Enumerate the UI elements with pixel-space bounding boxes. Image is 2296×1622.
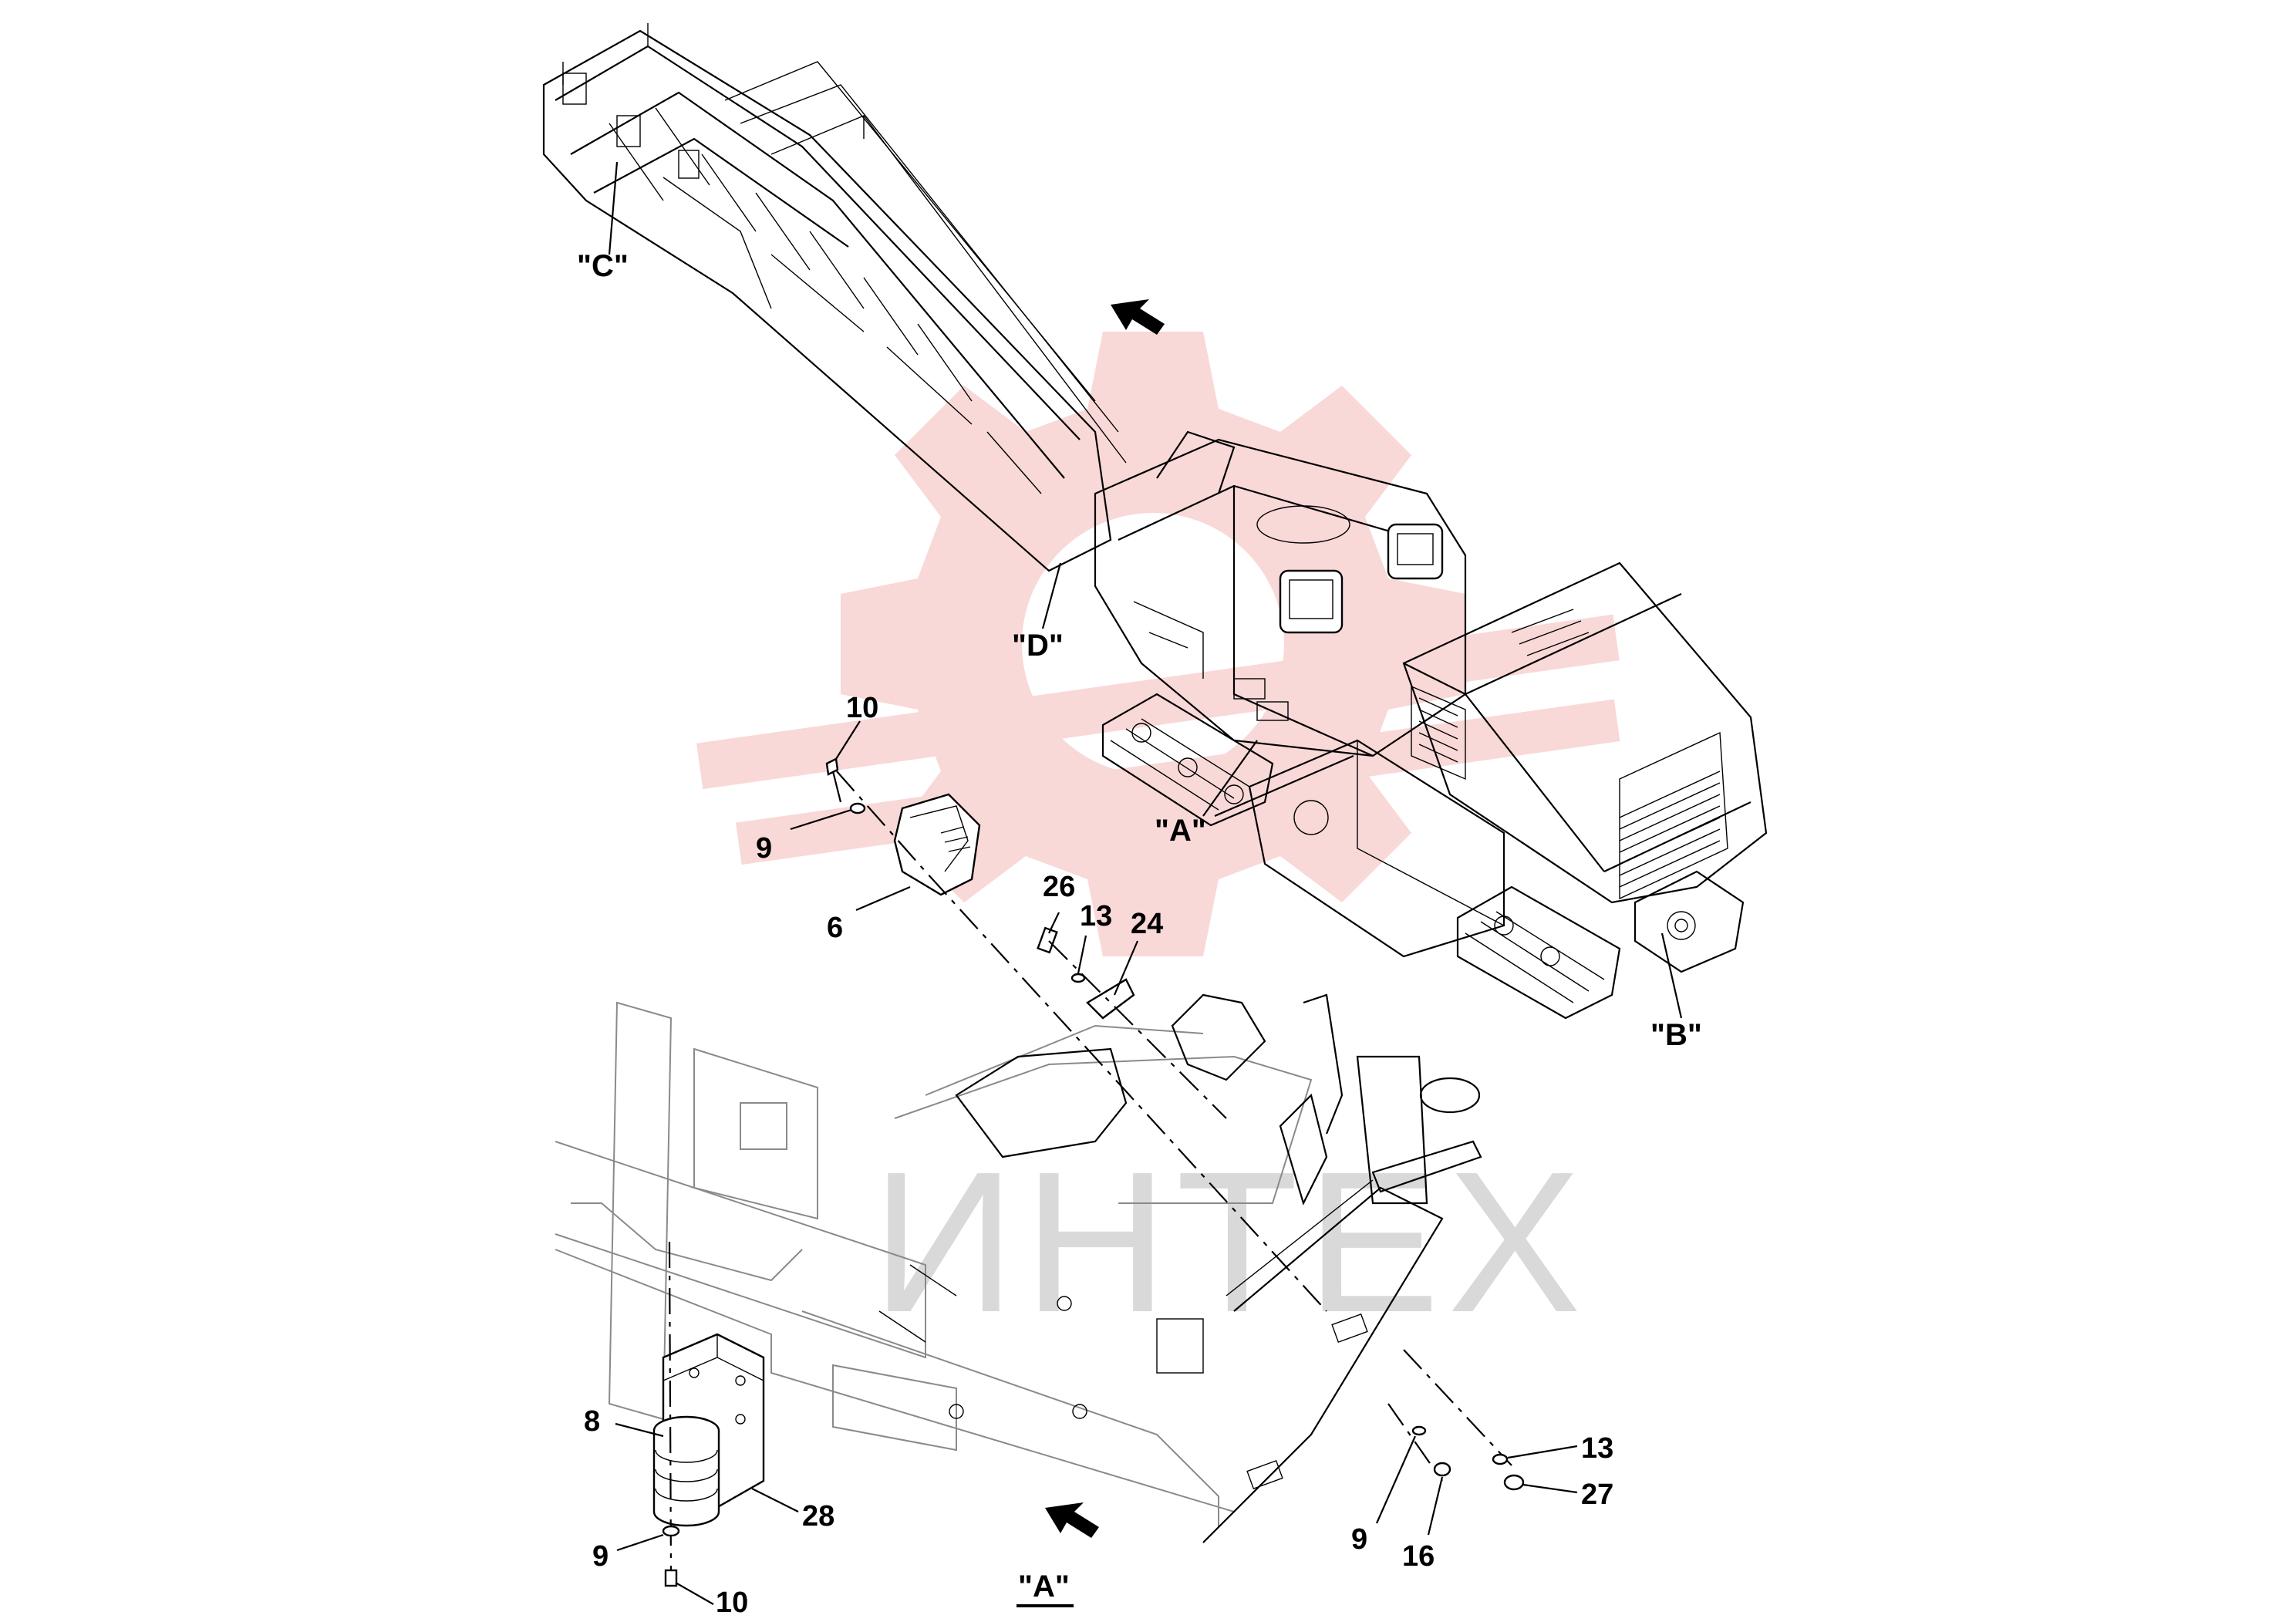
- milling-drum-housing: [1248, 739, 1505, 958]
- view-label-c: "C": [577, 249, 629, 283]
- leader-16: [1427, 1476, 1444, 1536]
- part-13-washer-top: [1070, 973, 1086, 983]
- section-label-a: "A": [1018, 1570, 1070, 1603]
- right-track: [1456, 885, 1621, 1020]
- rear-track: [1633, 870, 1745, 973]
- callout-28: 28: [802, 1500, 834, 1533]
- callout-13-top: 13: [1080, 900, 1112, 932]
- callout-6: 6: [827, 912, 843, 944]
- leader-10-bottom: [675, 1582, 714, 1605]
- travel-direction-arrow: [1111, 299, 1165, 335]
- callout-24: 24: [1131, 908, 1163, 940]
- assembly-centerline-2: [1048, 940, 1227, 1119]
- part-9-washer-right: [1411, 1425, 1427, 1436]
- part-27-cap: [1503, 1474, 1525, 1491]
- leader-9-right: [1375, 1435, 1417, 1524]
- part-10-bolt-bottom: [664, 1569, 678, 1587]
- part-16-nut: [1433, 1462, 1451, 1477]
- callout-27: 27: [1581, 1479, 1613, 1511]
- view-label-d: "D": [1012, 629, 1064, 663]
- radiator-grille: [1619, 731, 1728, 900]
- leader-9-top: [790, 808, 852, 831]
- callout-9-right: 9: [1351, 1523, 1367, 1556]
- callout-10-bottom: 10: [716, 1587, 748, 1619]
- view-label-b: "B": [1650, 1018, 1702, 1052]
- part-8-filter: [652, 1415, 720, 1527]
- leader-26: [1048, 912, 1060, 934]
- view-label-a: "A": [1155, 814, 1206, 848]
- part-6-cover: [893, 793, 981, 896]
- machine-frame: [1094, 430, 1467, 757]
- part-9-washer-top: [849, 802, 866, 814]
- assembly-centerline-3: [668, 1241, 673, 1574]
- part-13-washer-right: [1492, 1453, 1509, 1465]
- leader-c: [608, 161, 619, 255]
- callout-8: 8: [584, 1405, 600, 1438]
- callout-9-top: 9: [756, 832, 772, 865]
- leader-6: [855, 885, 911, 912]
- part-10-bolt-top: [825, 757, 842, 803]
- part-9-washer-bottom: [662, 1525, 680, 1537]
- leader-13-top: [1077, 935, 1087, 974]
- callout-9-bottom: 9: [592, 1540, 609, 1573]
- view-direction-arrow: [1045, 1502, 1099, 1538]
- callout-10-top: 10: [846, 692, 878, 724]
- callout-13-right: 13: [1581, 1432, 1613, 1465]
- leader-9-bottom: [616, 1533, 664, 1552]
- callout-26: 26: [1043, 871, 1075, 903]
- callout-16: 16: [1402, 1540, 1435, 1573]
- leader-a-2: [1214, 754, 1354, 818]
- leader-b: [1660, 932, 1683, 1019]
- leader-d: [1041, 562, 1062, 629]
- leader-10-top: [835, 720, 861, 760]
- leader-a-1: [1202, 740, 1258, 817]
- part-26-bolt: [1037, 926, 1058, 954]
- engine-housing: [1402, 561, 1768, 904]
- leader-24: [1113, 940, 1139, 996]
- leader-8: [615, 1422, 664, 1438]
- conveyor-boom: [542, 23, 1127, 572]
- part-24-bracket: [1086, 978, 1135, 1020]
- assembly-centerline-5: [1387, 1403, 1443, 1482]
- leader-28: [751, 1488, 799, 1512]
- leader-27: [1522, 1483, 1578, 1494]
- chassis-detail: [555, 993, 1482, 1543]
- assembly-centerline-1: [836, 771, 1327, 1312]
- leader-13-right: [1507, 1445, 1578, 1459]
- watermark-gear-logo: [696, 332, 1620, 956]
- watermark-text: ИНТЕХ: [872, 1131, 1589, 1354]
- side-louvers: [1411, 685, 1466, 781]
